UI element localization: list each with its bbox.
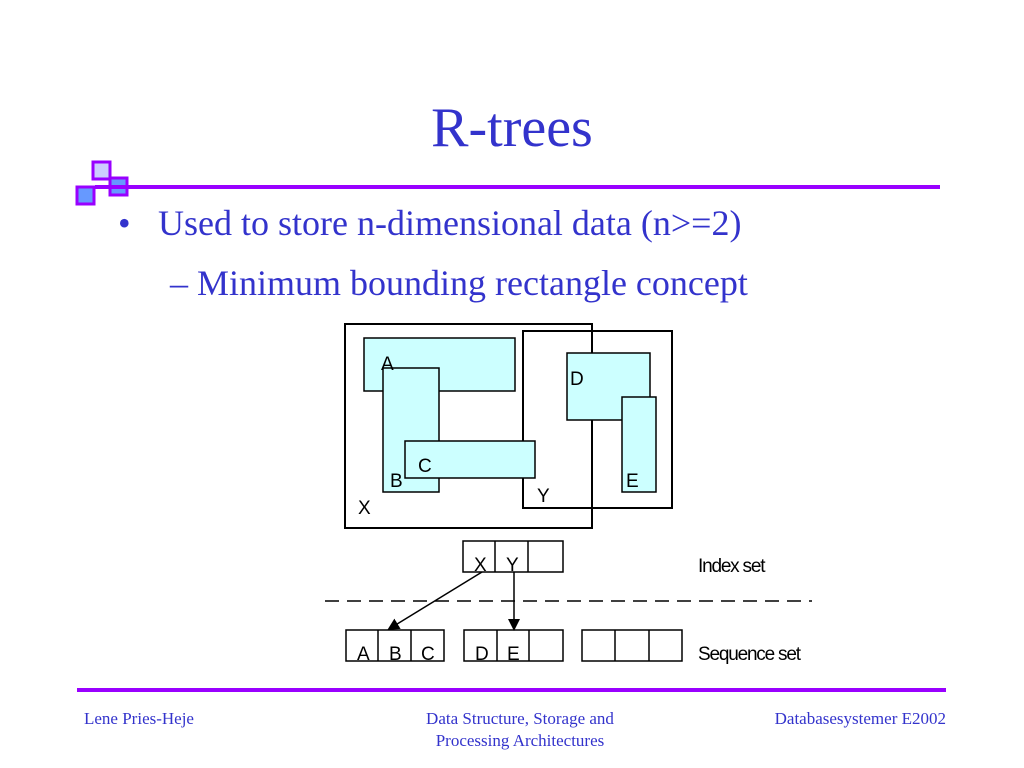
footer-term: Databasesystemer E2002 [774, 709, 946, 728]
mbr-x [344, 323, 593, 529]
footer-course-line1: Data Structure, Storage and [426, 709, 614, 728]
label-e: E [626, 471, 639, 492]
index-cell: Y [506, 555, 519, 576]
label-c: C [418, 456, 432, 477]
seq-node-1: A B C [345, 629, 445, 665]
label-d: D [570, 369, 584, 390]
index-node: X Y [462, 540, 564, 576]
slide-title: R-trees [431, 97, 593, 159]
seq-node-3 [581, 629, 683, 662]
index-cell: X [474, 555, 487, 576]
footer-author: Lene Pries-Heje [84, 709, 194, 728]
rect-c [404, 440, 536, 479]
seq-cell: A [357, 644, 370, 665]
bullet-dot-icon: • [118, 203, 131, 243]
seq-node-2: D E [463, 629, 564, 665]
label-a: A [381, 354, 394, 375]
label-x: X [358, 498, 371, 519]
footer-course: Data Structure, Storage and Processing A… [370, 708, 670, 752]
pointer-x-arrow-icon [387, 571, 483, 631]
seq-cell: C [421, 644, 435, 665]
seq-cell: E [507, 644, 520, 665]
bullet-item: • Used to store n-dimensional data (n>=2) [118, 202, 741, 245]
bullet-text: Used to store n-dimensional data (n>=2) [158, 203, 742, 243]
subbullet-item: – Minimum bounding rectangle concept [170, 263, 748, 303]
rect-e [621, 396, 657, 493]
sequence-set-label: Sequence set [698, 644, 802, 665]
label-y: Y [537, 486, 550, 507]
index-set-label: Index set [698, 556, 766, 577]
footer-course-line2: Processing Architectures [435, 731, 605, 751]
seq-cell: D [475, 644, 489, 665]
label-b: B [390, 471, 403, 492]
mbr-y [522, 330, 673, 509]
seq-cell: B [389, 644, 402, 665]
